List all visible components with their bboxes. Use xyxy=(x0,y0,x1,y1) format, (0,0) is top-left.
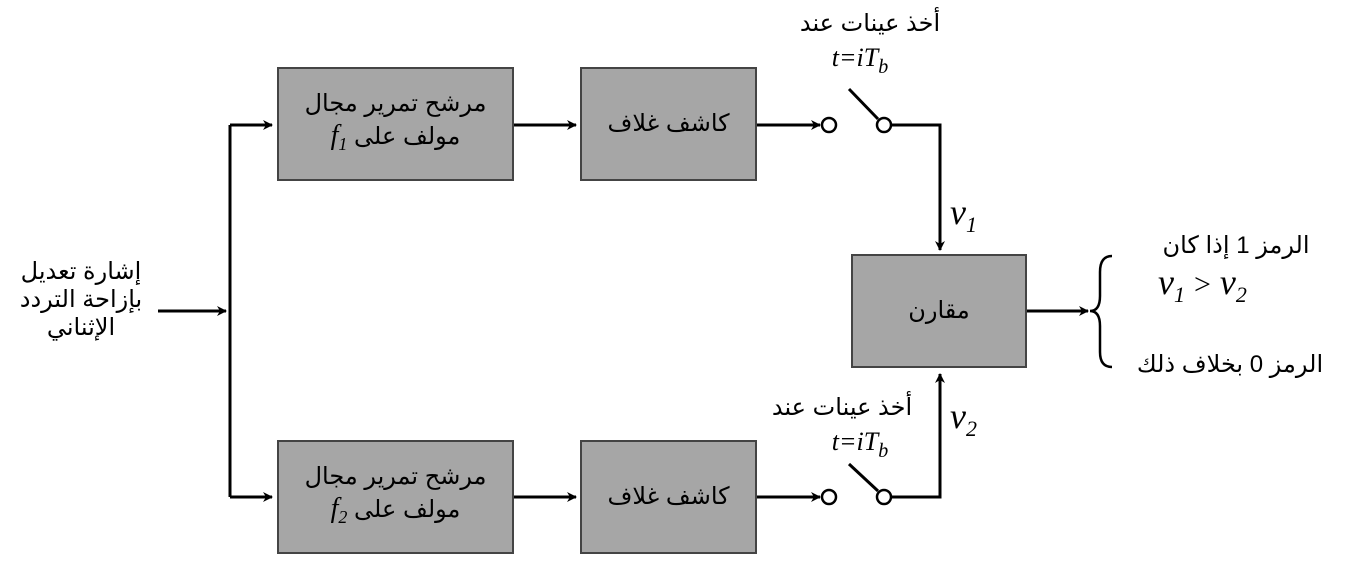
top-filter-line2: مولف على f1 xyxy=(305,120,487,160)
top-envelope-detector: كاشف غلاف xyxy=(580,67,757,181)
input-signal-line1: إشارة تعديل xyxy=(20,258,142,285)
decision-cond-b-sub: 2 xyxy=(1235,282,1247,307)
signal-v2-symbol: v xyxy=(950,396,966,436)
top-switch-right-contact xyxy=(875,116,893,134)
top-sampler-time-prefix: t=iT xyxy=(831,43,879,72)
comparator-label: مقارن xyxy=(908,297,970,324)
top-sampler-label: أخذ عينات عند xyxy=(799,10,941,37)
decision-condition: v1 > v2 xyxy=(1158,262,1247,315)
decision-cond-a-sub: 1 xyxy=(1173,282,1185,307)
top-sampler-time: t=iTb xyxy=(780,44,940,81)
top-filter-tuned-text: مولف على xyxy=(354,123,461,150)
bottom-switch-to-comparator-wire xyxy=(891,373,945,499)
decision-cond-op: > xyxy=(1193,268,1211,301)
bottom-filter-freq-sub: 2 xyxy=(338,507,348,527)
top-detector-label: كاشف غلاف xyxy=(607,110,730,137)
bottom-sampler-time-prefix: t=iT xyxy=(831,427,879,456)
top-switch-to-comparator-wire xyxy=(891,123,945,251)
top-bandpass-filter: مرشح تمرير مجال مولف على f1 xyxy=(277,67,514,181)
bottom-filter-freq-symbol: f xyxy=(330,493,339,524)
top-sampler-time-sub: b xyxy=(878,56,889,78)
bottom-switch-blade xyxy=(847,462,880,493)
decision-cond-a: v xyxy=(1158,262,1174,302)
top-filter-freq-sub: 1 xyxy=(338,134,348,154)
top-switch-blade xyxy=(847,87,880,121)
top-switch-left-contact xyxy=(820,116,838,134)
signal-v1-label: v1 xyxy=(950,192,977,245)
decision-cond-b: v xyxy=(1219,262,1236,302)
bottom-switch-left-contact xyxy=(820,488,838,506)
top-filter-line1: مرشح تمرير مجال xyxy=(304,90,487,117)
signal-v2-label: v2 xyxy=(950,396,977,449)
bottom-switch-right-contact xyxy=(875,488,893,506)
bottom-envelope-detector: كاشف غلاف xyxy=(580,440,757,554)
signal-v1-sub: 1 xyxy=(965,212,977,237)
top-filter-frequency: f1 xyxy=(330,120,348,154)
bottom-bandpass-filter: مرشح تمرير مجال مولف على f2 xyxy=(277,440,514,554)
decision-line3: الرمز 0 بخلاف ذلك xyxy=(1136,351,1324,378)
bottom-detector-label: كاشف غلاف xyxy=(607,483,730,510)
decision-brace xyxy=(1089,254,1113,369)
bottom-filter-tuned-text: مولف على xyxy=(354,496,461,523)
signal-v1-symbol: v xyxy=(950,192,966,232)
bottom-sampler-label: أخذ عينات عند xyxy=(771,394,913,421)
input-signal-label: إشارة تعديل بإزاحة التردد الإثناني xyxy=(4,258,158,342)
bottom-sampler-time: t=iTb xyxy=(780,428,940,465)
input-signal-line3: الإثناني xyxy=(46,314,116,341)
bottom-sampler-time-sub: b xyxy=(878,440,889,462)
top-filter-freq-symbol: f xyxy=(330,120,339,151)
bottom-filter-line2: مولف على f2 xyxy=(305,493,487,533)
bottom-filter-line1: مرشح تمرير مجال xyxy=(304,463,487,490)
bottom-filter-frequency: f2 xyxy=(330,493,348,527)
input-signal-line2: بإزاحة التردد xyxy=(19,286,143,313)
decision-line1: الرمز 1 إذا كان xyxy=(1162,232,1310,259)
signal-v2-sub: 2 xyxy=(965,416,977,441)
comparator-block: مقارن xyxy=(851,254,1027,368)
